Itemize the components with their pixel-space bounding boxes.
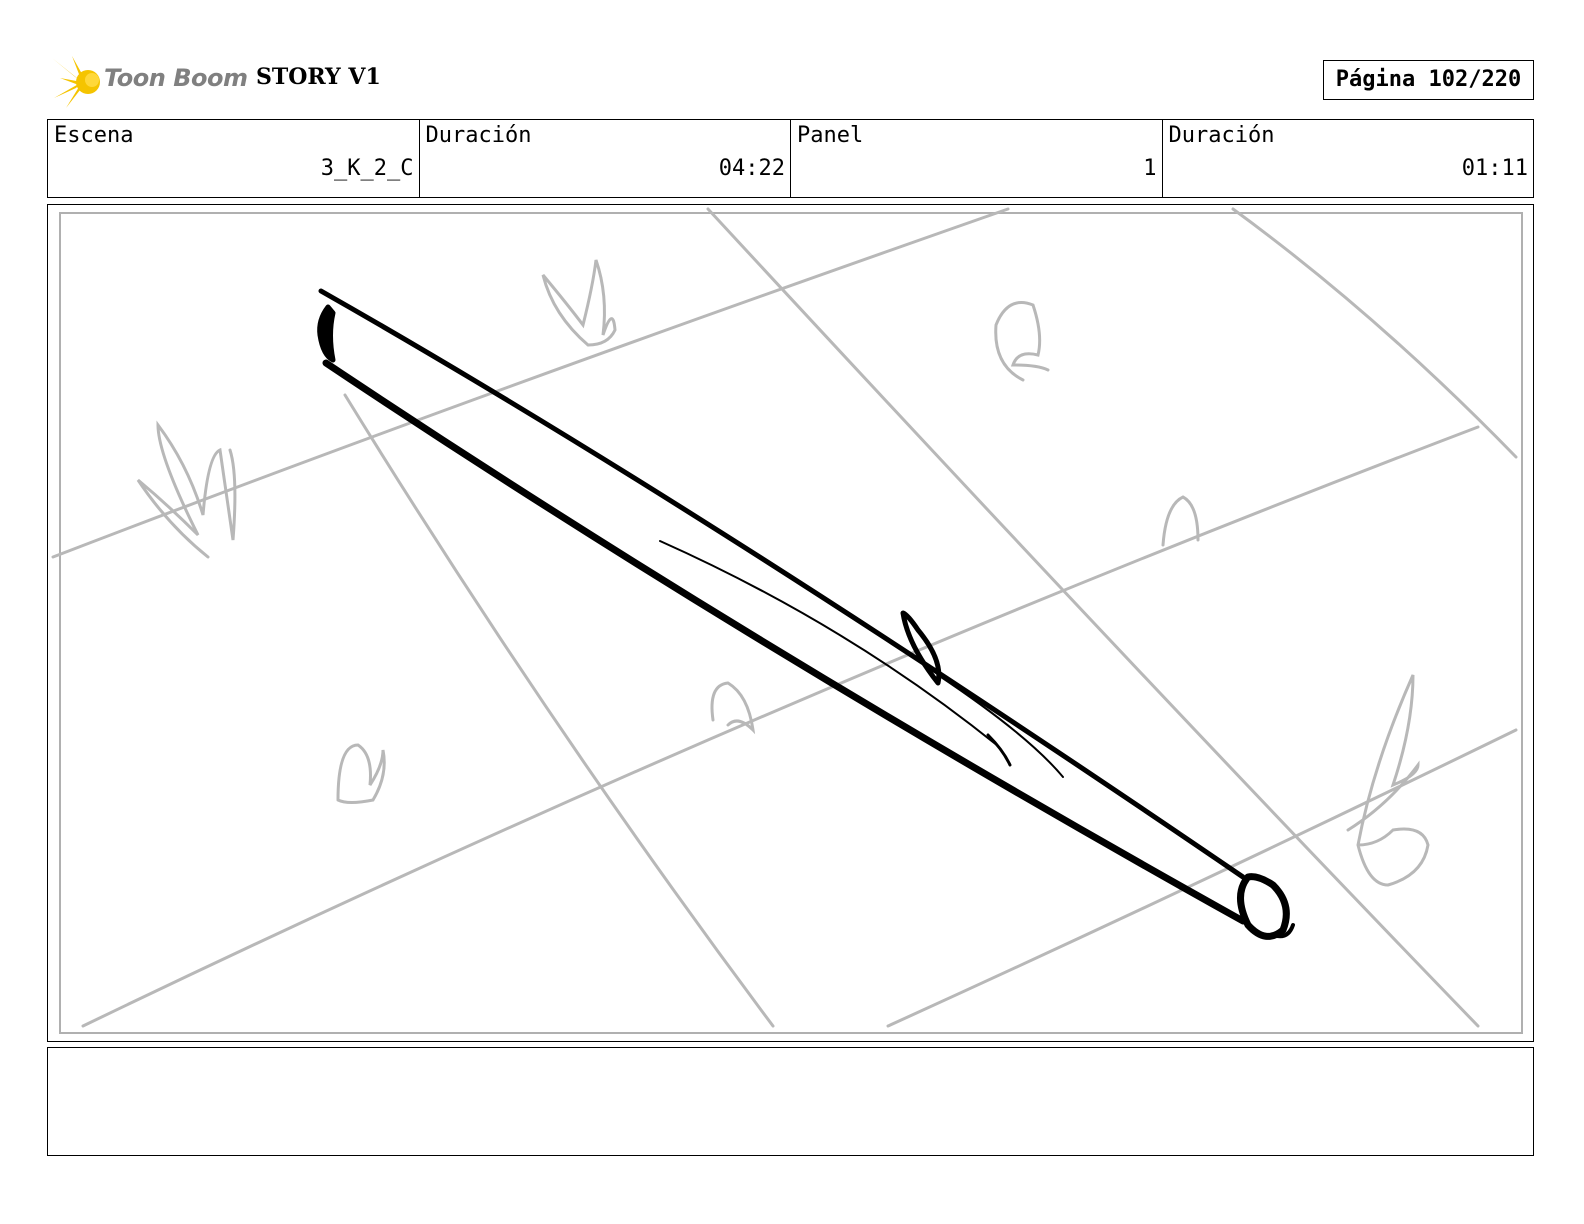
toon-boom-logo bbox=[52, 54, 242, 110]
scene-duration-label: Duración bbox=[425, 123, 532, 148]
panel-value: 1 bbox=[1143, 156, 1157, 181]
logo-text: Toon Boom bbox=[104, 64, 248, 92]
page-indicator: Página 102/220 bbox=[1323, 60, 1534, 100]
panel-sketch bbox=[51, 207, 1518, 1028]
panel-label: Panel bbox=[797, 123, 864, 148]
storyboard-panel bbox=[47, 204, 1534, 1042]
notes-area[interactable] bbox=[47, 1047, 1534, 1156]
safe-frame bbox=[59, 212, 1523, 1034]
info-bar: Escena 3_K_2_C Duración 04:22 Panel 1 Du… bbox=[47, 119, 1534, 198]
project-title: STORY V1 bbox=[256, 64, 381, 90]
panel-duration-label: Duración bbox=[1168, 123, 1275, 148]
scene-label: Escena bbox=[54, 123, 134, 148]
panel-duration-cell: Duración 01:11 bbox=[1163, 120, 1534, 197]
panel-cell: Panel 1 bbox=[791, 120, 1163, 197]
scene-duration-value: 04:22 bbox=[718, 156, 785, 181]
panel-duration-value: 01:11 bbox=[1461, 156, 1528, 181]
starburst-logo-icon bbox=[52, 56, 100, 108]
scene-value: 3_K_2_C bbox=[320, 156, 414, 181]
scene-duration-cell: Duración 04:22 bbox=[420, 120, 791, 197]
scene-cell: Escena 3_K_2_C bbox=[48, 120, 420, 197]
